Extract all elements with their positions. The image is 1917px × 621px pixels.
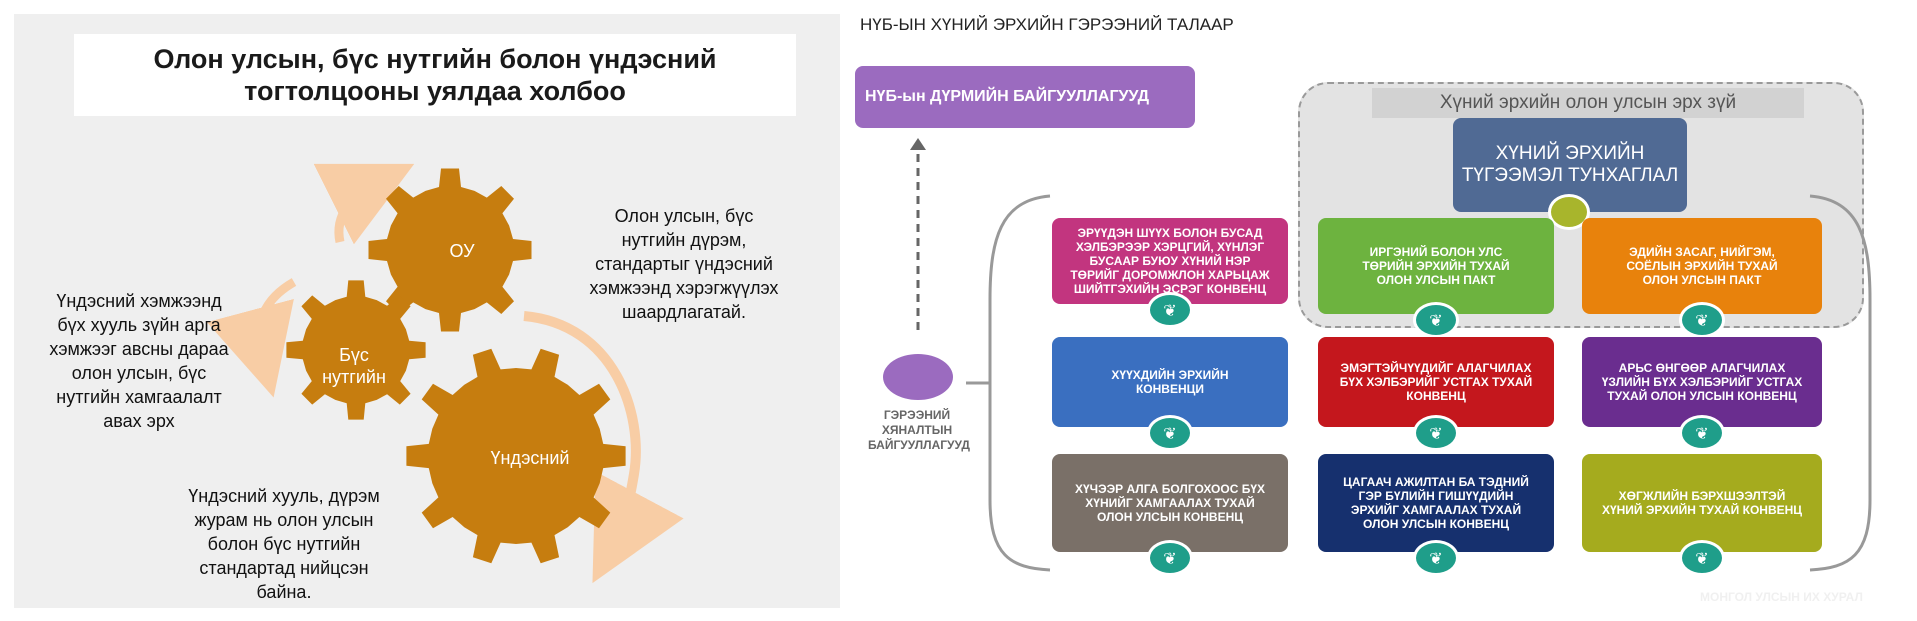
handshake-icon: ❦: [1147, 415, 1193, 451]
convention-box-5-line-0: АРЬС ӨНГӨӨР АЛАГЧИЛАХ: [1618, 361, 1786, 375]
convention-box-1-line-1: ТӨРИЙН ЭРХИЙН ТУХАЙ: [1362, 259, 1510, 273]
text-bottom-block: Үндэсний хууль, дүрэм журам нь олон улсын…: [179, 484, 389, 604]
arrow-right: [523, 311, 684, 584]
gear-label-regional-1: Бүс: [339, 345, 369, 365]
convention-box-3-line-1: КОНВЕНЦИ: [1135, 382, 1205, 396]
convention-box-7-line-3: ОЛОН УЛСЫН КОНВЕНЦ: [1362, 517, 1510, 531]
convention-box-4-line-2: КОНВЕНЦ: [1406, 389, 1466, 403]
convention-box-4-line-1: БҮХ ХЭЛБЭРИЙГ УСТГАХ ТУХАЙ: [1339, 375, 1533, 389]
text-left-block: Үндэсний хэмжээнд бүх хууль зүйн арга хэмж…: [34, 289, 244, 433]
convention-box-5-line-1: ҮЗЛИЙН БҮХ ХЭЛБЭРИЙГ УСТГАХ: [1601, 375, 1803, 389]
people-icon: [883, 354, 953, 400]
convention-box-6-line-2: ОЛОН УЛСЫН КОНВЕНЦ: [1096, 510, 1244, 524]
convention-box-8-line-1: ХҮНИЙ ЭРХИЙН ТУХАЙ КОНВЕНЦ: [1601, 503, 1803, 517]
convention-box-6-line-1: ХҮНИЙГ ХАМГААЛАХ ТУХАЙ: [1085, 496, 1255, 510]
text_left-line-2: хэмжээг авсны дараа: [49, 339, 229, 359]
monitor-line3: БАЙГУУЛЛАГУУД: [868, 438, 970, 452]
convention-box-1-line-0: ИРГЭНИЙ БОЛОН УЛС: [1369, 245, 1503, 259]
left-title-line1: Олон улсын, бүс нутгийн болон үндэсний: [153, 44, 717, 74]
convention-box-7-line-0: ЦАГААЧ АЖИЛТАН БА ТЭДНИЙ: [1343, 475, 1529, 489]
handshake-icon: ❦: [1413, 540, 1459, 576]
gear-international: [368, 168, 532, 332]
convention-box-7-line-1: ГЭР БҮЛИЙН ГИШҮҮДИЙН: [1358, 489, 1514, 503]
udhr-line1: ХҮНИЙ ЭРХИЙН: [1495, 143, 1645, 164]
convention-box-0-line-0: ЭРҮҮДЭН ШҮҮХ БОЛОН БУСАД: [1077, 226, 1263, 240]
convention-box-2-line-0: ЭДИЙН ЗАСАГ, НИЙГЭМ,: [1629, 245, 1775, 259]
left-panel: Олон улсын, бүс нутгийн болон үндэсний т…: [14, 14, 840, 608]
text_left-line-4: нутгийн хамгаалалт: [56, 387, 222, 407]
handshake-icon: ❦: [1413, 302, 1459, 338]
gear-regional: [286, 280, 426, 420]
text_left-line-1: бүх хууль зүйн арга: [57, 315, 221, 335]
intl-bill-label: Хүний эрхийн олон улсын эрх зүй: [1372, 88, 1804, 118]
convention-box-1-line-2: ОЛОН УЛСЫН ПАКТ: [1376, 273, 1496, 287]
charter-bodies-label: НҮБ-ын ДҮРМИЙН БАЙГУУЛЛАГУУД: [865, 88, 1150, 105]
convention-box-0-line-4: ШИЙТГЭХИЙН ЭСРЭГ КОНВЕНЦ: [1073, 282, 1267, 296]
handshake-icon: ❦: [1413, 415, 1459, 451]
monitor-bodies-label: ГЭРЭЭНИЙ ХЯНАЛТЫН БАЙГУУЛЛАГУУД: [868, 408, 970, 453]
text_bottom-line-4: байна.: [256, 582, 312, 602]
convention-box-8-line-0: ХӨГЖЛИЙН БЭРХШЭЭЛТЭЙ: [1618, 489, 1786, 503]
udhr-line2: ТҮГЭЭМЭЛ ТУНХАГЛАЛ: [1461, 165, 1679, 186]
gear-diagram: [206, 163, 684, 584]
gear-label-regional-2: нутгийн: [322, 367, 386, 387]
left-title: Олон улсын, бүс нутгийн болон үндэсний т…: [74, 34, 796, 116]
text_right-line-2: стандартыг үндэсний: [595, 254, 773, 274]
gear-label-national: Үндэсний: [490, 448, 570, 468]
convention-box-0-line-3: ТӨРИЙГ ДОРОМЖЛОН ХАРЬЦАЖ: [1070, 268, 1270, 282]
gear-national: [406, 348, 626, 564]
convention-box-5-line-2: ТУХАЙ ОЛОН УЛСЫН КОНВЕНЦ: [1607, 389, 1797, 403]
text-right-block: Олон улсын, бүс нутгийн дүрэм, стандартыг …: [569, 204, 799, 324]
handshake-icon: ❦: [1679, 415, 1725, 451]
gear-label-regional: Бүс нутгийн: [314, 344, 394, 388]
convention-box-0-line-2: БУСААР БУЮУ ХҮНИЙ НЭР: [1089, 254, 1251, 268]
text_bottom-line-0: Үндэсний хууль, дүрэм: [188, 486, 380, 506]
watermark: МОНГОЛ УЛСЫН ИХ ХУРАЛ: [1700, 590, 1863, 604]
arrow-to-top: [313, 163, 415, 245]
text_bottom-line-2: болон бүс нутгийн: [207, 534, 361, 554]
gear-label-international: ОУ: [449, 241, 475, 261]
text_bottom-line-3: стандартад нийцсэн: [199, 558, 369, 578]
text_left-line-5: авах эрх: [103, 411, 175, 431]
left-title-line2: тогтолцооны уялдаа холбоо: [244, 76, 626, 106]
arrow-left: [206, 278, 297, 398]
handshake-icon: ❦: [1679, 540, 1725, 576]
convention-box-3-line-0: ХҮҮХДИЙН ЭРХИЙН: [1111, 368, 1229, 382]
text_right-line-3: хэмжээнд хэрэгжүүлэх: [589, 278, 779, 298]
handshake-icon: ❦: [1679, 302, 1725, 338]
convention-box-6-line-0: ХҮЧЭЭР АЛГА БОЛГОХООС БҮХ: [1074, 482, 1266, 496]
text_bottom-line-1: журам нь олон улсын: [194, 510, 374, 530]
convention-box-2-line-1: СОЁЛЫН ЭРХИЙН ТУХАЙ: [1626, 259, 1778, 273]
handshake-icon: ❦: [1147, 292, 1193, 328]
text_right-line-0: Олон улсын, бүс: [614, 206, 754, 226]
convention-box-7-line-2: ЭРХИЙГ ХАМГААЛАХ ТУХАЙ: [1350, 503, 1522, 517]
monitor-line1: ГЭРЭЭНИЙ: [883, 408, 951, 422]
convention-box-4-line-0: ЭМЭГТЭЙЧҮҮДИЙГ АЛАГЧИЛАХ: [1340, 361, 1532, 375]
charter-bodies-box: НҮБ-ын ДҮРМИЙН БАЙГУУЛЛАГУУД: [855, 66, 1195, 128]
monitor-line2: ХЯНАЛТЫН: [881, 423, 953, 437]
text_left-line-3: олон улсын, бүс: [71, 363, 207, 383]
right-title: НҮБ-ЫН ХҮНИЙ ЭРХИЙН ГЭРЭЭНИЙ ТАЛААР: [860, 15, 1234, 34]
handshake-icon: ❦: [1147, 540, 1193, 576]
text_right-line-1: нутгийн дүрэм,: [621, 230, 747, 250]
convention-box-0-line-1: ХЭЛБЭРЭЭР ХЭРЦГИЙ, ХҮНЛЭГ: [1075, 240, 1265, 254]
convention-box-2-line-2: ОЛОН УЛСЫН ПАКТ: [1642, 273, 1762, 287]
text_left-line-0: Үндэсний хэмжээнд: [56, 291, 222, 311]
left-bracket: [988, 194, 1051, 572]
text_right-line-4: шаардлагатай.: [622, 302, 746, 322]
